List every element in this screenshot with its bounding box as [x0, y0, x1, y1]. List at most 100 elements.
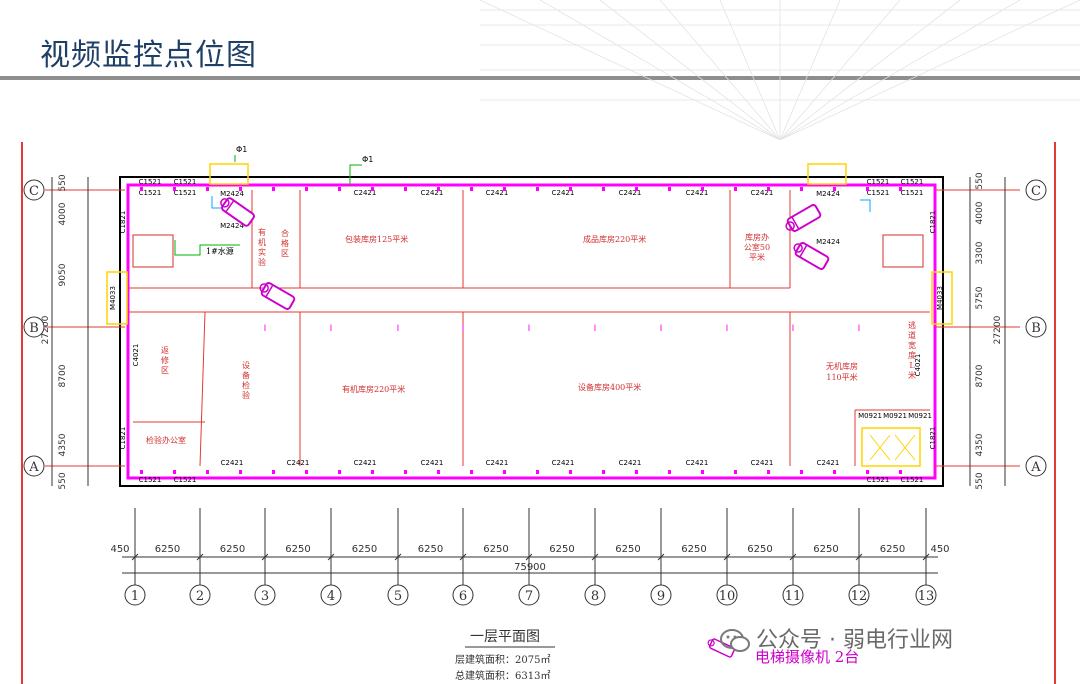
dim-bay-label: 6250	[880, 544, 905, 555]
room-label-escape: 宽	[908, 340, 916, 350]
window-label: C2421	[751, 189, 774, 197]
window-label: C2421	[421, 459, 444, 467]
flag-mark-2: Φ1	[362, 155, 373, 164]
wall-tick	[668, 187, 671, 191]
inner-wall	[126, 183, 937, 480]
dim-right-label: 5750	[975, 286, 985, 309]
window-label: C1521	[901, 476, 924, 484]
wc-right	[882, 234, 924, 268]
axis-x-bubble	[584, 584, 606, 606]
dim-edge-right: 450	[930, 544, 949, 555]
room-label-qualified: 合	[281, 228, 289, 238]
side-door-label: M4033	[936, 286, 944, 310]
window-label: C1521	[139, 189, 162, 197]
dim-right-label: 4000	[975, 201, 985, 224]
door-label: M2424	[816, 238, 840, 246]
column-mark: I	[264, 324, 267, 334]
dim-bay-label: 6250	[747, 544, 772, 555]
axis-x-bubble	[124, 584, 146, 606]
room-1-water: 1#水源	[206, 246, 234, 256]
window-label: C2421	[486, 189, 509, 197]
room-packing: 包装库房125平米	[345, 234, 408, 244]
title-divider	[0, 76, 1080, 80]
watermark: 公众号 · 弱电行业网	[720, 622, 953, 654]
side-window-label: C1821	[929, 211, 937, 234]
window-label: C1521	[174, 476, 197, 484]
axis-x-label: 7	[525, 589, 533, 604]
dim-right-label: 8700	[975, 364, 985, 387]
wall-tick	[833, 187, 836, 191]
window-label: C1521	[901, 189, 924, 197]
wall-tick	[536, 187, 539, 191]
window-label: C1521	[174, 178, 197, 186]
door-label: M2424	[816, 190, 840, 198]
window-label: C2421	[817, 459, 840, 467]
room-label-escape: 度	[908, 350, 916, 360]
flag-mark-1: Φ1	[236, 145, 247, 154]
window-label: C1521	[867, 178, 890, 186]
wall-tick	[140, 470, 143, 474]
wall-tick	[800, 187, 803, 191]
wall-tick	[635, 470, 638, 474]
dim-left-label: 550	[58, 174, 68, 191]
plan-title: 一层平面图	[470, 629, 540, 645]
room-label-office-top_right: 平米	[749, 252, 765, 262]
dim-bay-label: 6250	[155, 544, 180, 555]
room-label-machine-test: 验	[258, 257, 266, 267]
wall-tick	[503, 470, 506, 474]
wall-tick	[767, 470, 770, 474]
axis-y-label: A	[1030, 460, 1041, 475]
axis-x-bubble	[320, 584, 342, 606]
wall-tick	[272, 470, 275, 474]
axis-y-label: C	[1031, 184, 1041, 199]
axis-y-bubble	[1025, 316, 1047, 338]
window-label: C2421	[619, 189, 642, 197]
wall-tick	[899, 187, 902, 191]
side-window-label: C4021	[914, 354, 922, 377]
window-label: C2421	[751, 459, 774, 467]
room-label-machine-test: 实	[258, 247, 266, 257]
wall-tick	[404, 470, 407, 474]
wall-tick	[437, 470, 440, 474]
window-label: C2421	[552, 459, 575, 467]
room-label-qualified: 区	[281, 249, 289, 258]
axis-x-label: 12	[851, 589, 868, 604]
room-qc-office: 检验办公室	[146, 435, 186, 445]
room-label-qualified: 格	[281, 238, 289, 248]
room-label-office-top_right: 公室50	[744, 242, 770, 252]
side-window-label: C1821	[929, 427, 937, 450]
axis-x-label: 13	[918, 589, 935, 604]
cameras	[220, 197, 830, 310]
axis-y-bubble	[1025, 455, 1047, 477]
door-left	[106, 271, 128, 325]
axis-x-bubble	[848, 584, 870, 606]
column-mark: I	[397, 324, 400, 334]
wall-tick	[536, 470, 539, 474]
room-label-escape: 道	[908, 330, 916, 340]
wall-tick	[206, 187, 209, 191]
room-label-machine-test: 机	[258, 237, 266, 247]
room-label-equip-check: 备	[242, 370, 250, 380]
wall-tick	[866, 187, 869, 191]
total-area: 总建筑面积：6313㎡	[455, 669, 550, 682]
wechat-icon	[720, 629, 750, 652]
wall-tick	[503, 187, 506, 191]
dim-bay-label: 6250	[615, 544, 640, 555]
axis-x-label: 11	[785, 589, 802, 604]
axis-y-bubble	[23, 316, 45, 338]
room-label-equip-check: 验	[242, 390, 250, 400]
door-top-left	[209, 163, 249, 185]
axis-y-label: A	[28, 460, 39, 475]
camera-icon	[785, 204, 822, 232]
dim-bay-label: 6250	[813, 544, 838, 555]
door-right	[931, 271, 953, 325]
axis-y-label: B	[1031, 321, 1041, 336]
window-label: C2421	[486, 459, 509, 467]
outer-wall	[119, 176, 944, 487]
dim-edge-left: 450	[110, 544, 129, 555]
axis-x-bubble	[915, 584, 937, 606]
axis-x-label: 2	[196, 589, 204, 604]
